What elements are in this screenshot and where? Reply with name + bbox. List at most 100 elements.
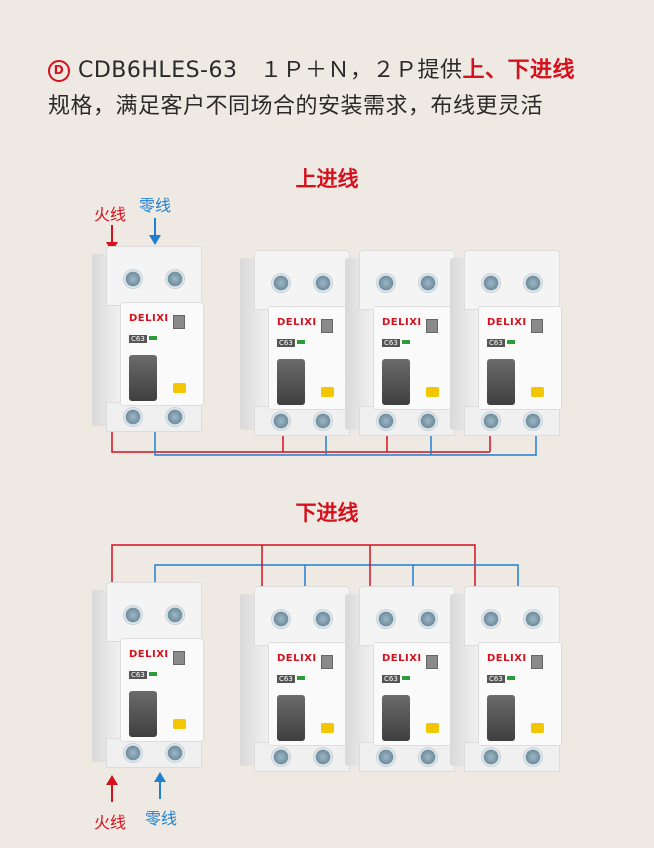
arrow-up-icon xyxy=(106,775,118,785)
circuit-breaker: DELIXI C63 xyxy=(450,250,562,438)
status-indicator xyxy=(402,676,410,680)
breaker-top-terminal xyxy=(106,582,202,642)
test-button xyxy=(173,315,185,329)
switch-handle xyxy=(487,695,515,741)
screw-icon xyxy=(123,407,143,427)
screw-icon xyxy=(313,273,333,293)
breaker-bottom-terminal xyxy=(464,742,560,772)
screw-icon xyxy=(313,411,333,431)
switch-handle xyxy=(277,359,305,405)
live-bus-top xyxy=(111,432,490,453)
brand-label: DELIXI xyxy=(129,313,169,324)
circuit-breaker: DELIXI C63 xyxy=(92,582,204,770)
test-button xyxy=(426,655,438,669)
breaker-top-terminal xyxy=(359,250,455,310)
circuit-breaker: DELIXI C63 xyxy=(240,586,352,774)
section-title-bottom-feed: 下进线 xyxy=(295,501,359,525)
switch-handle xyxy=(277,695,305,741)
rating-label: C63 xyxy=(487,675,505,683)
brand-label: DELIXI xyxy=(487,653,527,664)
screw-icon xyxy=(376,747,396,767)
arrow-up-icon xyxy=(154,772,166,782)
breaker-bottom-terminal xyxy=(106,402,202,432)
status-indicator xyxy=(297,340,305,344)
switch-handle xyxy=(382,695,410,741)
screw-icon xyxy=(123,743,143,763)
circuit-breaker: DELIXI C63 xyxy=(240,250,352,438)
screw-icon xyxy=(523,411,543,431)
test-button xyxy=(531,319,543,333)
breaker-top-terminal xyxy=(464,250,560,310)
screw-icon xyxy=(523,273,543,293)
headline-line-2: 规格，满足客户不同场合的安装需求，布线更灵活 xyxy=(48,94,544,119)
switch-handle xyxy=(382,359,410,405)
breaker-bottom-terminal xyxy=(359,406,455,436)
breaker-top-terminal xyxy=(254,250,350,310)
status-indicator xyxy=(149,672,157,676)
circuit-breaker: DELIXI C63 xyxy=(450,586,562,774)
reset-button xyxy=(321,387,334,397)
breaker-front-panel: DELIXI C63 xyxy=(268,306,352,410)
neutral-bus-bottom xyxy=(154,564,519,592)
screw-icon xyxy=(523,747,543,767)
rating-label: C63 xyxy=(129,335,147,343)
section-title-top-feed: 上进线 xyxy=(295,167,359,191)
screw-icon xyxy=(418,609,438,629)
breaker-top-terminal xyxy=(106,246,202,306)
headline-text: CDB6HLES-63 １Ｐ＋Ｎ，２Ｐ提供 xyxy=(78,58,463,83)
screw-icon xyxy=(418,273,438,293)
screw-icon xyxy=(271,609,291,629)
test-button xyxy=(321,319,333,333)
circuit-breaker: DELIXI C63 xyxy=(345,586,457,774)
screw-icon xyxy=(313,609,333,629)
switch-handle xyxy=(129,355,157,401)
screw-icon xyxy=(271,747,291,767)
screw-icon xyxy=(481,273,501,293)
breaker-front-panel: DELIXI C63 xyxy=(478,306,562,410)
test-button xyxy=(531,655,543,669)
breaker-front-panel: DELIXI C63 xyxy=(373,642,457,746)
rating-label: C63 xyxy=(277,339,295,347)
brand-label: DELIXI xyxy=(277,653,317,664)
brand-label: DELIXI xyxy=(487,317,527,328)
breaker-bottom-terminal xyxy=(254,406,350,436)
screw-icon xyxy=(418,411,438,431)
reset-button xyxy=(426,387,439,397)
breaker-front-panel: DELIXI C63 xyxy=(373,306,457,410)
screw-icon xyxy=(123,269,143,289)
screw-icon xyxy=(165,605,185,625)
screw-icon xyxy=(123,605,143,625)
screw-icon xyxy=(271,411,291,431)
status-indicator xyxy=(297,676,305,680)
brand-label: DELIXI xyxy=(277,317,317,328)
status-indicator xyxy=(507,340,515,344)
headline-highlight: 上、下进线 xyxy=(462,58,576,83)
breaker-bottom-terminal xyxy=(359,742,455,772)
reset-button xyxy=(173,383,186,393)
breaker-top-terminal xyxy=(254,586,350,646)
neutral-wire-label-top: 零线 xyxy=(139,196,172,215)
circuit-breaker: DELIXI C63 xyxy=(92,246,204,434)
screw-icon xyxy=(481,747,501,767)
reset-button xyxy=(321,723,334,733)
screw-icon xyxy=(376,609,396,629)
screw-icon xyxy=(376,273,396,293)
reset-button xyxy=(173,719,186,729)
breaker-front-panel: DELIXI C63 xyxy=(120,302,204,406)
rating-label: C63 xyxy=(382,339,400,347)
screw-icon xyxy=(376,411,396,431)
reset-button xyxy=(531,387,544,397)
switch-handle xyxy=(487,359,515,405)
reset-button xyxy=(531,723,544,733)
screw-icon xyxy=(481,609,501,629)
screw-icon xyxy=(271,273,291,293)
screw-icon xyxy=(165,743,185,763)
screw-icon xyxy=(165,269,185,289)
neutral-wire-label-bottom: 零线 xyxy=(145,809,178,828)
live-bus-bottom xyxy=(111,544,476,592)
brand-label: DELIXI xyxy=(382,317,422,328)
status-indicator xyxy=(149,336,157,340)
rating-label: C63 xyxy=(277,675,295,683)
screw-icon xyxy=(165,407,185,427)
breaker-top-terminal xyxy=(359,586,455,646)
